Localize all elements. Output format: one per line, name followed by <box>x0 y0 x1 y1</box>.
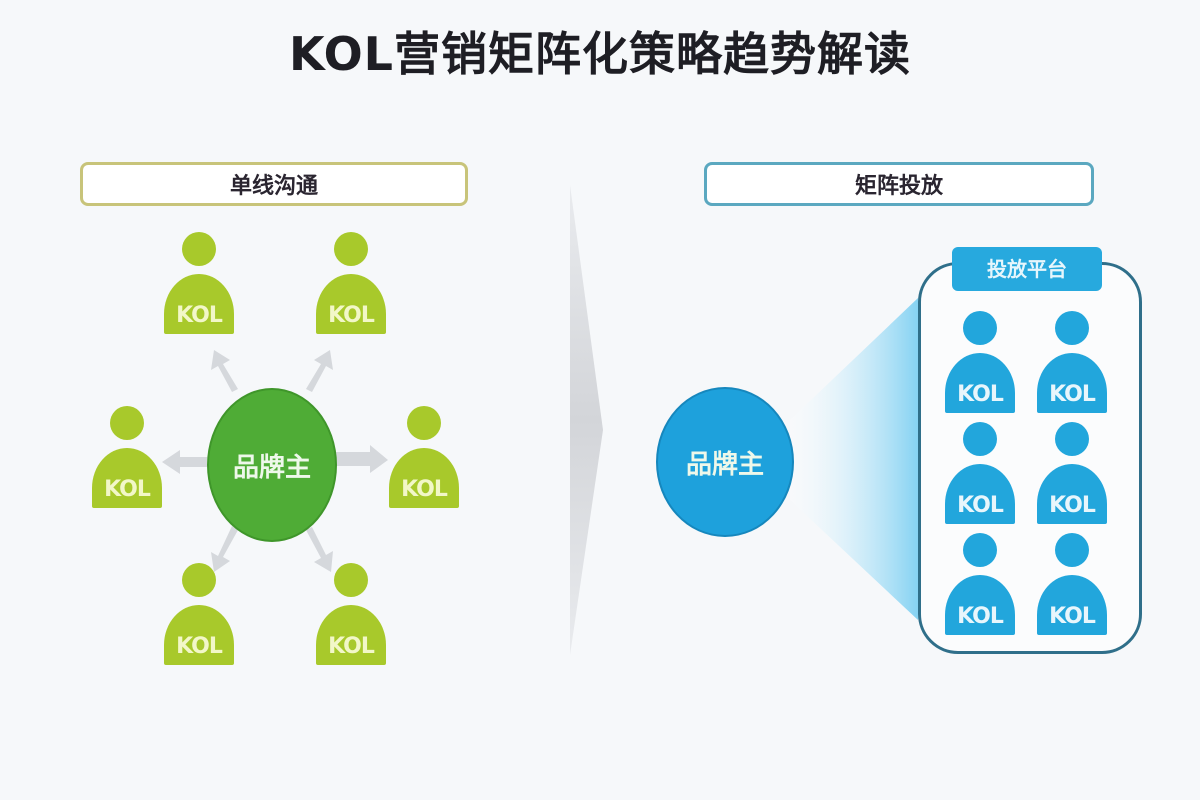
panel-label-matrix: 矩阵投放 <box>704 162 1094 206</box>
kol-person-icon: KOL <box>1037 533 1107 643</box>
arrow-icon <box>211 350 238 392</box>
brand-owner-node: 品牌主 <box>207 388 337 542</box>
kol-person-icon: KOL <box>1037 311 1107 421</box>
platform-label: 投放平台 <box>952 247 1102 291</box>
kol-person-icon: KOL <box>945 422 1015 532</box>
chevron-right-divider-icon <box>570 185 603 655</box>
kol-person-icon: KOL <box>164 232 234 342</box>
arrow-icon <box>162 450 207 474</box>
kol-person-icon: KOL <box>389 406 459 516</box>
arrow-icon <box>306 350 333 392</box>
kol-person-icon: KOL <box>1037 422 1107 532</box>
panel-label-single-line: 单线沟通 <box>80 162 468 206</box>
kol-person-icon: KOL <box>945 311 1015 421</box>
kol-person-icon: KOL <box>316 563 386 673</box>
kol-person-icon: KOL <box>945 533 1015 643</box>
page-title: KOL营销矩阵化策略趋势解读 <box>289 27 911 81</box>
radial-arrows <box>162 350 388 572</box>
kol-person-icon: KOL <box>316 232 386 342</box>
arrow-icon <box>211 526 238 572</box>
brand-owner-node: 品牌主 <box>656 387 794 537</box>
arrow-icon <box>333 445 388 473</box>
arrow-icon <box>306 527 333 572</box>
kol-person-icon: KOL <box>164 563 234 673</box>
kol-person-icon: KOL <box>92 406 162 516</box>
